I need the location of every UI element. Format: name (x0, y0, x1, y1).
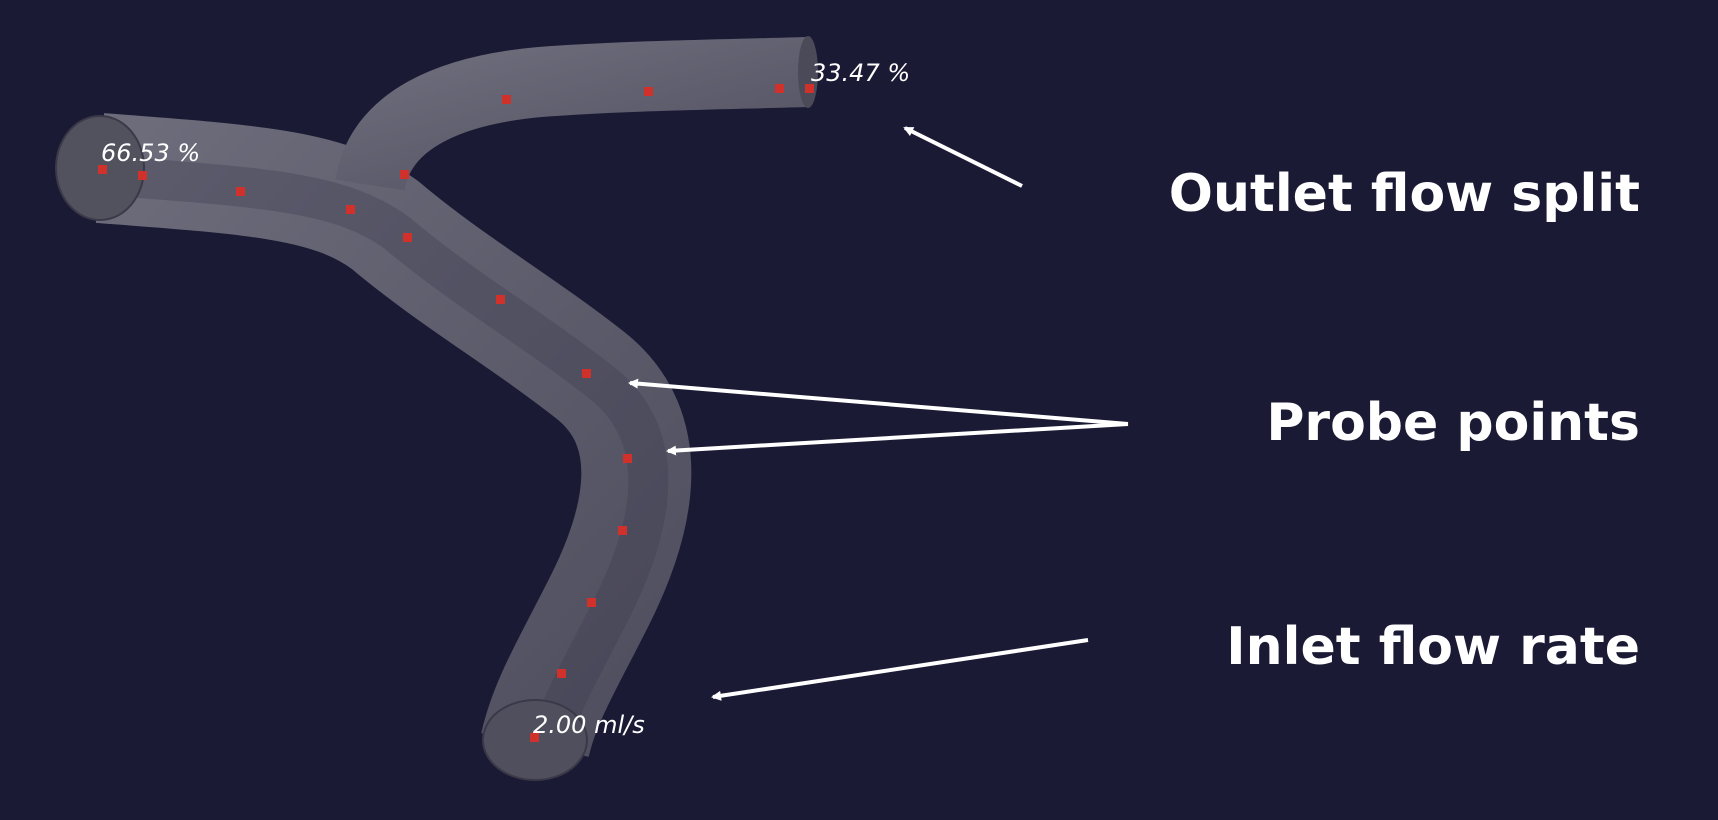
probe-point[interactable] (98, 165, 107, 174)
probe-point[interactable] (618, 526, 627, 535)
outlet-flow-split-callout: Outlet flow split (1169, 164, 1640, 224)
probe-point[interactable] (496, 295, 505, 304)
probe-point[interactable] (403, 233, 412, 242)
inlet-flow-label: 2.00 ml/s (533, 711, 645, 739)
inlet-arrow (711, 638, 1089, 701)
probe-point[interactable] (623, 454, 632, 463)
probe-point[interactable] (805, 84, 814, 93)
probe-point[interactable] (346, 205, 355, 214)
probe-point[interactable] (138, 171, 147, 180)
vessel-tube (95, 37, 809, 759)
probe-points-callout: Probe points (1266, 393, 1640, 453)
probe-point[interactable] (502, 95, 511, 104)
probe-points (98, 84, 814, 742)
probe-point[interactable] (587, 598, 596, 607)
probe-arrow-upper (628, 378, 1129, 426)
probe-arrow-lower (666, 422, 1129, 456)
probe-point[interactable] (775, 84, 784, 93)
outlet-split-arrow (903, 126, 1023, 188)
probe-point[interactable] (400, 170, 409, 179)
probe-point[interactable] (644, 87, 653, 96)
outlet-right-split-label: 33.47 % (811, 59, 910, 87)
probe-point[interactable] (530, 733, 539, 742)
outlet-left-split-label: 66.53 % (101, 139, 200, 167)
probe-point[interactable] (582, 369, 591, 378)
probe-point[interactable] (557, 669, 566, 678)
probe-point[interactable] (236, 187, 245, 196)
inlet-flow-rate-callout: Inlet flow rate (1226, 617, 1640, 677)
